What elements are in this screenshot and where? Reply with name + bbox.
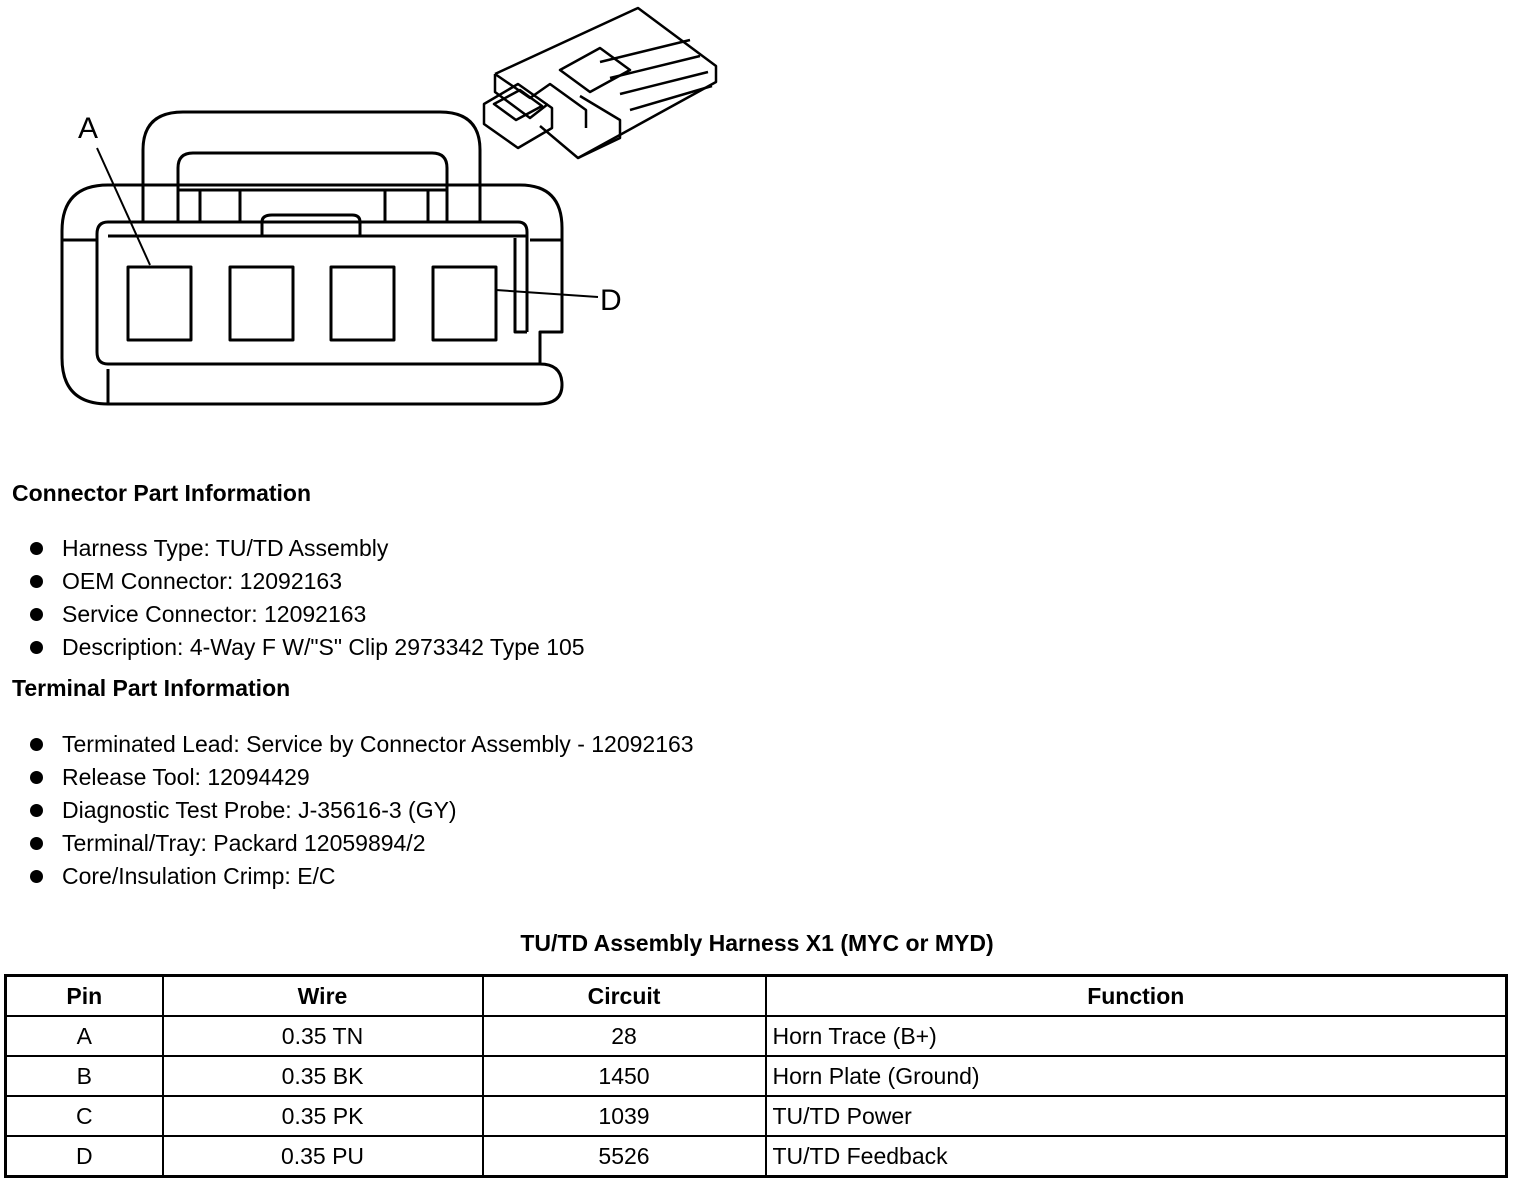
table-row: B 0.35 BK 1450 Horn Plate (Ground): [4, 1055, 1508, 1097]
connector-lock-arch: [141, 110, 482, 222]
connector-face: [95, 220, 540, 366]
bullet-icon: [30, 870, 43, 883]
table-caption: TU/TD Assembly Harness X1 (MYC or MYD): [520, 930, 994, 956]
list-item: OEM Connector: 12092163: [28, 565, 585, 598]
leader-a: [96, 147, 151, 266]
bullet-icon: [30, 738, 43, 751]
list-item: Description: 4-Way F W/"S" Clip 2973342 …: [28, 631, 585, 664]
cell-circuit: 1039: [481, 1095, 767, 1137]
cavity-b: [228, 265, 295, 342]
cell-function: Horn Trace (B+): [764, 1015, 1508, 1057]
bullet-icon: [30, 608, 43, 621]
connector-part-info-title: Connector Part Information: [12, 480, 312, 506]
cell-function: TU/TD Power: [764, 1095, 1508, 1137]
terminal-part-info-list: Terminated Lead: Service by Connector As…: [28, 728, 694, 893]
cell-pin: B: [4, 1055, 164, 1097]
list-item-text: Terminal/Tray: Packard 12059894/2: [62, 830, 426, 856]
cell-pin: C: [4, 1095, 164, 1137]
table-header-row: Pin Wire Circuit Function: [4, 974, 1508, 1017]
header-function: Function: [764, 974, 1508, 1017]
label-d: D: [600, 284, 622, 317]
cavity-a: [126, 265, 193, 342]
connector-part-info-list: Harness Type: TU/TD Assembly OEM Connect…: [28, 532, 585, 664]
cell-function: TU/TD Feedback: [764, 1135, 1508, 1178]
list-item-text: Core/Insulation Crimp: E/C: [62, 863, 336, 889]
cell-wire: 0.35 BK: [161, 1055, 484, 1097]
connector-housing: [60, 183, 564, 406]
label-a: A: [78, 112, 98, 145]
table-row: C 0.35 PK 1039 TU/TD Power: [4, 1095, 1508, 1137]
list-item: Harness Type: TU/TD Assembly: [28, 532, 585, 565]
leader-d: [495, 289, 599, 298]
cavity-c: [329, 265, 396, 342]
cell-function: Horn Plate (Ground): [764, 1055, 1508, 1097]
table-row: A 0.35 TN 28 Horn Trace (B+): [4, 1015, 1508, 1057]
cell-circuit: 1450: [481, 1055, 767, 1097]
connector-diagram: A D: [60, 6, 718, 406]
list-item-text: OEM Connector: 12092163: [62, 568, 343, 594]
bullet-icon: [30, 641, 43, 654]
cell-pin: A: [4, 1015, 164, 1057]
terminal-part-info-title: Terminal Part Information: [12, 675, 291, 701]
cell-wire: 0.35 PK: [161, 1095, 484, 1137]
connector-isometric-icon: [482, 6, 718, 160]
bullet-icon: [30, 837, 43, 850]
cavity-d: [431, 265, 498, 342]
list-item-text: Description: 4-Way F W/"S" Clip 2973342 …: [62, 634, 585, 660]
cell-circuit: 5526: [481, 1135, 767, 1178]
list-item-text: Release Tool: 12094429: [62, 764, 310, 790]
list-item-text: Service Connector: 12092163: [62, 601, 367, 627]
bullet-icon: [30, 575, 43, 588]
list-item-text: Terminated Lead: Service by Connector As…: [62, 731, 694, 757]
bullet-icon: [30, 804, 43, 817]
list-item: Service Connector: 12092163: [28, 598, 585, 631]
cell-pin: D: [4, 1135, 164, 1178]
list-item: Release Tool: 12094429: [28, 761, 694, 794]
header-pin: Pin: [4, 974, 164, 1017]
bullet-icon: [30, 542, 43, 555]
header-wire: Wire: [161, 974, 484, 1017]
list-item-text: Harness Type: TU/TD Assembly: [62, 535, 389, 561]
list-item: Terminated Lead: Service by Connector As…: [28, 728, 694, 761]
cell-wire: 0.35 PU: [161, 1135, 484, 1178]
list-item: Terminal/Tray: Packard 12059894/2: [28, 827, 694, 860]
list-item: Diagnostic Test Probe: J-35616-3 (GY): [28, 794, 694, 827]
list-item: Core/Insulation Crimp: E/C: [28, 860, 694, 893]
list-item-text: Diagnostic Test Probe: J-35616-3 (GY): [62, 797, 457, 823]
bullet-icon: [30, 771, 43, 784]
header-circuit: Circuit: [481, 974, 767, 1017]
table-row: D 0.35 PU 5526 TU/TD Feedback: [4, 1135, 1508, 1178]
pinout-table: Pin Wire Circuit Function A 0.35 TN 28 H…: [4, 974, 1508, 1178]
cell-wire: 0.35 TN: [161, 1015, 484, 1057]
cell-circuit: 28: [481, 1015, 767, 1057]
